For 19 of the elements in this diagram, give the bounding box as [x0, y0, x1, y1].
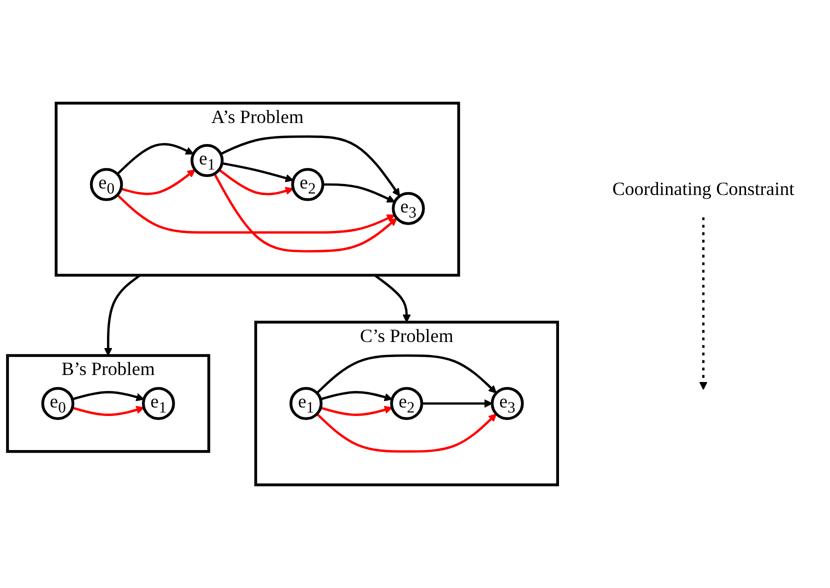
arrow: [116, 143, 194, 175]
arrow: [72, 391, 144, 402]
arrow: [316, 354, 497, 394]
arrow: [116, 194, 396, 234]
arrow: [120, 169, 196, 196]
arrow: [218, 168, 294, 196]
arrow: [374, 274, 411, 323]
arrow: [72, 406, 144, 416]
arrow: [213, 173, 398, 252]
arrow: [220, 135, 400, 196]
annotation-text: Coordinating Constraint: [612, 178, 794, 200]
arrow: [322, 183, 396, 203]
arrow: [320, 391, 392, 402]
arrow: [222, 162, 294, 182]
arrow: [316, 413, 497, 453]
arrow: [320, 406, 392, 416]
dotted-leader-arrow: [699, 217, 708, 390]
arrow: [104, 274, 141, 356]
arrow: [422, 399, 493, 408]
